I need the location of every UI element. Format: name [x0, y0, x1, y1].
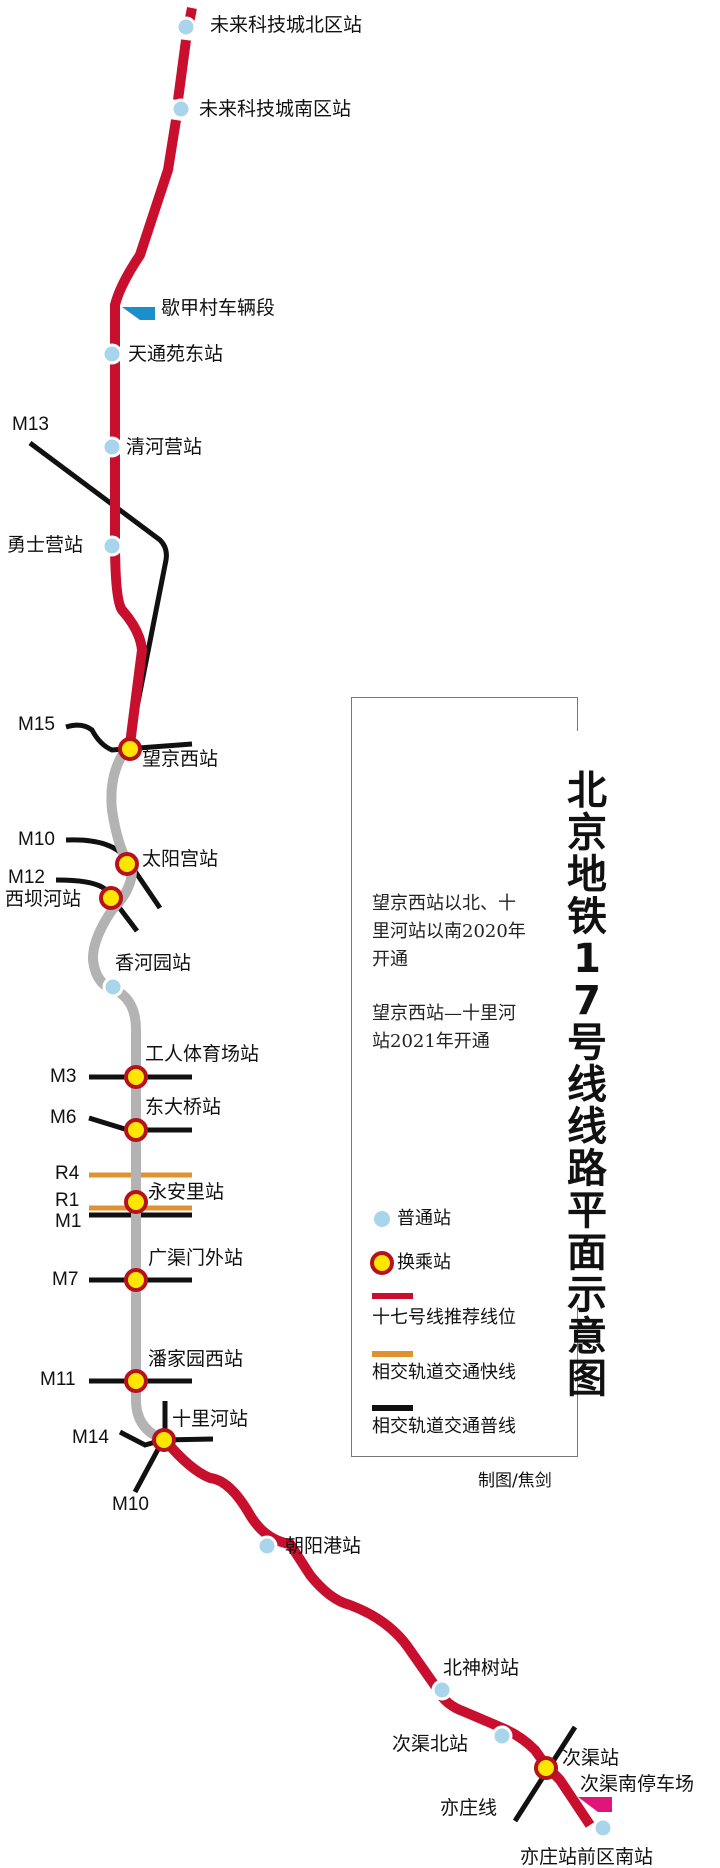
- line-id-label: M10: [112, 1494, 149, 1515]
- line-m15: [65, 722, 193, 753]
- station-label: 亦庄站前区南站: [520, 1846, 654, 1868]
- line-id-label: M3: [50, 1066, 77, 1087]
- line17-phase2: [87, 740, 167, 1445]
- depot-south-icon: [578, 1797, 612, 1812]
- station-label: 香河园站: [115, 952, 192, 974]
- station-label: 未来科技城南区站: [199, 98, 352, 120]
- station-label: 勇士营站: [7, 534, 84, 556]
- station-label: 次渠站: [562, 1747, 620, 1769]
- station-label: 太阳宫站: [142, 848, 219, 870]
- legend-regular-station-icon: [374, 1211, 390, 1227]
- station-label: 潘家园西站: [148, 1348, 244, 1370]
- station-label: 北神树站: [443, 1657, 520, 1679]
- line-id-label: M6: [50, 1107, 77, 1128]
- legend-box: [351, 697, 578, 1457]
- station-label: 望京西站: [142, 748, 219, 770]
- line-id-label: M14: [72, 1427, 109, 1448]
- line-id-label: R4: [55, 1163, 80, 1184]
- line-id-label: M15: [18, 714, 55, 735]
- line-id-label: 亦庄线: [440, 1797, 498, 1819]
- line-m13: [28, 440, 169, 749]
- legend-regular-station: 普通站: [397, 1208, 451, 1229]
- station-label: 西坝河站: [5, 888, 82, 910]
- line-id-label: M11: [40, 1369, 76, 1390]
- legend-transfer-station-icon: [370, 1251, 394, 1275]
- transfer-stations: [99, 737, 558, 1780]
- line-id-label: R1: [55, 1190, 80, 1211]
- regular-stations: [101, 16, 614, 1839]
- note-phase1: 望京西站以北、十里河站以南2020年开通: [372, 893, 526, 970]
- station-label: 永安里站: [148, 1181, 225, 1203]
- line17-south: [161, 1436, 595, 1828]
- legend-line17-swatch: [372, 1293, 413, 1299]
- line-id-label: M12: [8, 867, 45, 888]
- station-label: 次渠北站: [392, 1733, 469, 1755]
- depot-label: 次渠南停车场: [580, 1773, 695, 1795]
- depot-label: 歇甲村车辆段: [161, 297, 276, 319]
- station-label: 工人体育场站: [145, 1043, 260, 1065]
- station-label: 天通苑东站: [128, 343, 224, 365]
- station-label: 朝阳港站: [285, 1535, 362, 1557]
- station-label: 清河营站: [126, 436, 203, 458]
- line-id-label: M13: [12, 414, 49, 435]
- line-id-label: M10: [18, 829, 55, 850]
- station-label: 未来科技城北区站: [210, 14, 363, 36]
- note-phase2: 望京西站—十里河站2021年开通: [372, 1003, 516, 1052]
- station-label: 十里河站: [172, 1408, 249, 1430]
- legend-transfer-station: 换乘站: [397, 1252, 451, 1273]
- legend-express: 相交轨道交通快线: [372, 1362, 516, 1383]
- station-label: 东大桥站: [145, 1096, 222, 1118]
- line-id-label: M7: [52, 1269, 79, 1290]
- map-title: 北京地铁17号线线路平面示意图: [567, 768, 607, 1402]
- station-label: 广渠门外站: [148, 1247, 244, 1269]
- legend-normal: 相交轨道交通普线: [372, 1416, 516, 1437]
- depot-north-icon: [122, 307, 155, 320]
- line-id-label: M1: [55, 1211, 82, 1232]
- legend-line17: 十七号线推荐线位: [372, 1307, 516, 1328]
- legend-express-swatch: [372, 1351, 413, 1357]
- legend-normal-swatch: [372, 1405, 413, 1411]
- credit: 制图/焦剑: [478, 1471, 552, 1491]
